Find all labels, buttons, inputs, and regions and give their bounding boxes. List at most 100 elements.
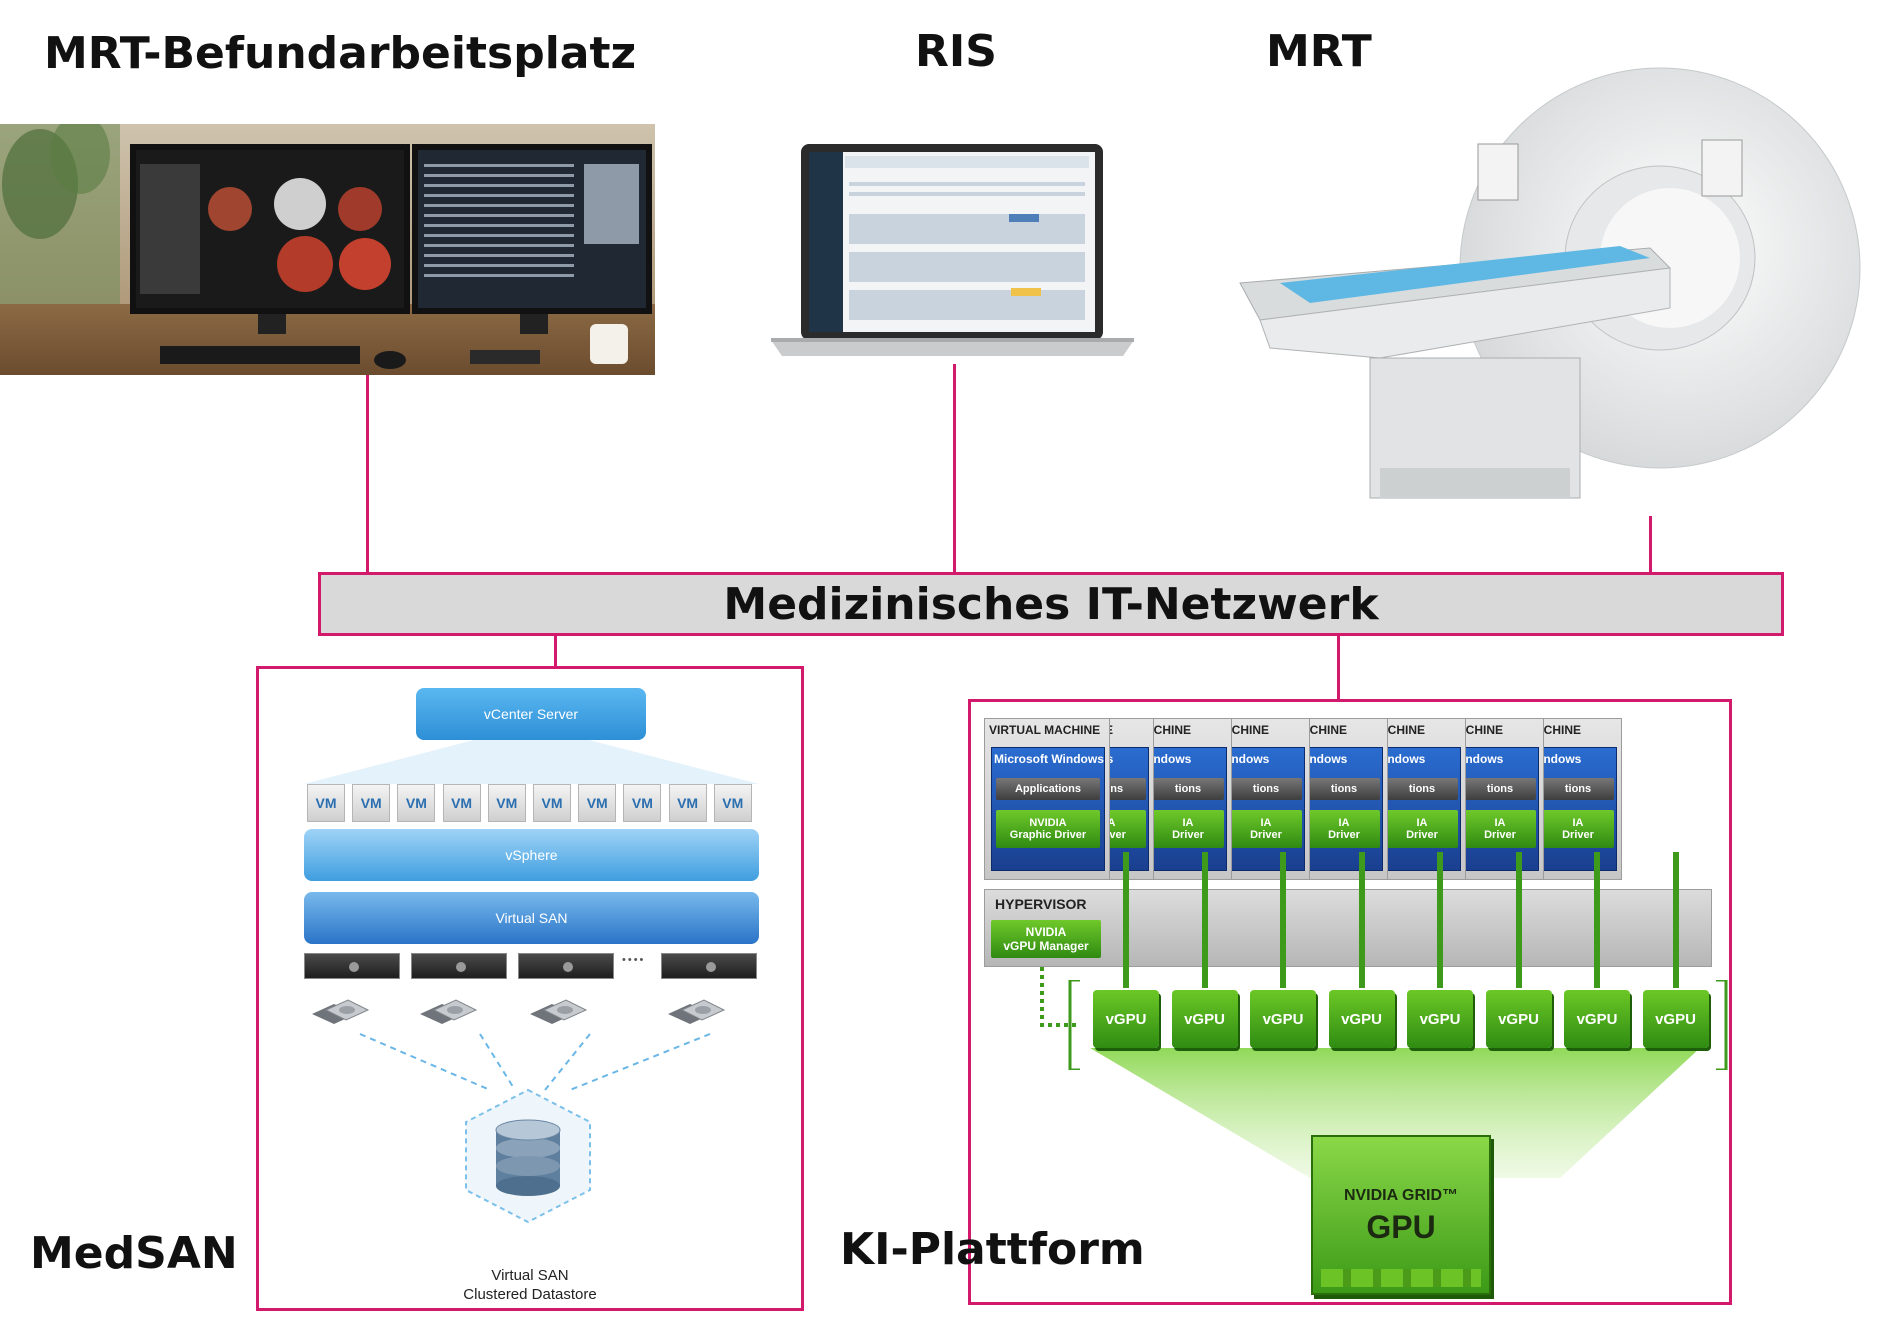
virtual-machine-card: ACHINE indows tions IA Driver [1374,718,1466,880]
windows-os-panel: indows tions IA Driver [1381,747,1461,871]
graphic-driver-label: NVIDIA Graphic Driver [996,810,1100,848]
vgpu-block: vGPU [1642,990,1709,1048]
server-node-2 [411,953,507,979]
applications-label: tions [1386,778,1458,800]
disk-stack [312,999,370,1024]
ris-title: RIS [915,26,997,77]
server-node-3 [518,953,614,979]
vgpu-block: vGPU [1564,990,1630,1048]
workstation-title: MRT-Befundarbeitsplatz [44,28,637,79]
gpu-chip: NVIDIA GRID™ GPU [1311,1135,1491,1295]
vgpu-block: vGPU [1250,990,1316,1048]
graphic-driver-label: IA Driver [1464,810,1536,848]
vgpu-block: vGPU [1093,990,1159,1048]
vgpu-block: vGPU [1171,990,1238,1048]
os-label: indows [1462,752,1504,766]
datastore-label-line2: Clustered Datastore [463,1286,597,1303]
ki-title: KI-Plattform [840,1224,1145,1275]
vgpu-arrow [1201,852,1208,988]
windows-os-panel: indows tions IA Driver [1225,747,1305,871]
graphic-driver-label: IA Driver [1308,810,1380,848]
gpu-brand: NVIDIA GRID™ [1343,1187,1459,1204]
datastore-label-line1: Virtual SAN [491,1267,569,1284]
gpu-pins [1321,1269,1481,1287]
vcenter-server: vCenter Server [416,688,646,740]
os-label: indows [1150,752,1192,766]
connector-ris [953,364,956,573]
vgpu-arrow [1437,852,1443,988]
manager-link [1040,967,1080,1031]
vgpu-arrow [1594,852,1600,988]
vgpu-arrow [1123,852,1129,988]
virtual-machine-label: ACHINE [1379,723,1426,737]
vgpu-arrow [1280,852,1286,988]
datastore-flow [330,1030,730,1100]
applications-label: Applications [996,778,1100,800]
vm-box: VM [442,784,481,822]
network-label: Medizinisches IT-Netzwerk [723,578,1379,630]
disk-stack [530,999,588,1024]
gpu-label: GPU [1366,1209,1436,1245]
os-label: indows [1228,752,1270,766]
vgpu-bracket [1068,978,1728,1072]
connector-ki [1337,636,1340,699]
vgpu-arrow [1672,852,1679,988]
datastore-label: Virtual SAN Clustered Datastore [420,1266,640,1304]
vm-box: VM [578,784,617,822]
graphic-driver-label: IA Driver [1542,810,1614,848]
virtual-machine-label: ACHINE [1457,723,1504,737]
os-label: indows [1306,752,1348,766]
medsan-title: MedSAN [30,1228,238,1279]
applications-label: tions [1464,778,1536,800]
windows-os-panel: indows tions IA Driver [1459,747,1539,871]
graphic-driver-label: IA Driver [1152,810,1224,848]
os-label: indows [1384,752,1426,766]
vsphere-bar: vSphere [304,829,759,881]
applications-label: tions [1308,778,1380,800]
windows-os-panel: indows tions IA Driver [1147,747,1227,871]
ki-box [968,699,1732,1305]
connector-workstation [366,375,369,573]
vm-box: VM [623,784,662,822]
hypervisor-label: HYPERVISOR [995,896,1087,912]
virtual-san-bar: Virtual SAN [304,892,759,944]
vgpu-manager: NVIDIA vGPU Manager [991,920,1101,958]
disk-stack [668,999,726,1024]
vgpu-arrow [1358,852,1365,988]
vm-box: VM [397,784,436,822]
virtual-machine-label: ACHINE [1301,723,1348,737]
vgpu-block: vGPU [1485,990,1552,1048]
vm-box: VM [487,784,526,822]
datastore-icon [458,1086,598,1226]
server-node-4 [661,953,757,979]
vm-box: VM [713,784,752,822]
network-bar: Medizinisches IT-Netzwerk [318,572,1784,636]
applications-label: tions [1542,778,1614,800]
vgpu-arrow [1515,852,1522,988]
medsan-box [256,666,804,1311]
virtual-machine-card: ACHINE indows tions IA Driver [1452,718,1544,880]
windows-os-panel: indows tions IA Driver [1303,747,1383,871]
vm-box: VM [668,784,707,822]
vm-box: VM [533,784,571,822]
os-label: Microsoft Windows [994,752,1104,766]
graphic-driver-label: IA Driver [1386,810,1458,848]
mrt-title: MRT [1266,26,1372,77]
server-node-1 [304,953,400,979]
connector-medsan [554,636,557,666]
disk-stack [420,999,478,1024]
applications-label: tions [1152,778,1224,800]
vgpu-block: vGPU [1328,990,1395,1048]
virtual-machine-card: ACHINE indows tions IA Driver [1296,718,1388,880]
connector-mrt [1649,516,1652,573]
mrt-scanner-image [1230,58,1890,518]
graphic-driver-label: IA Driver [1230,810,1302,848]
applications-label: tions [1230,778,1302,800]
gpu-beams [1070,1048,1720,1178]
virtual-machine-label: ACHINE [1535,723,1582,737]
